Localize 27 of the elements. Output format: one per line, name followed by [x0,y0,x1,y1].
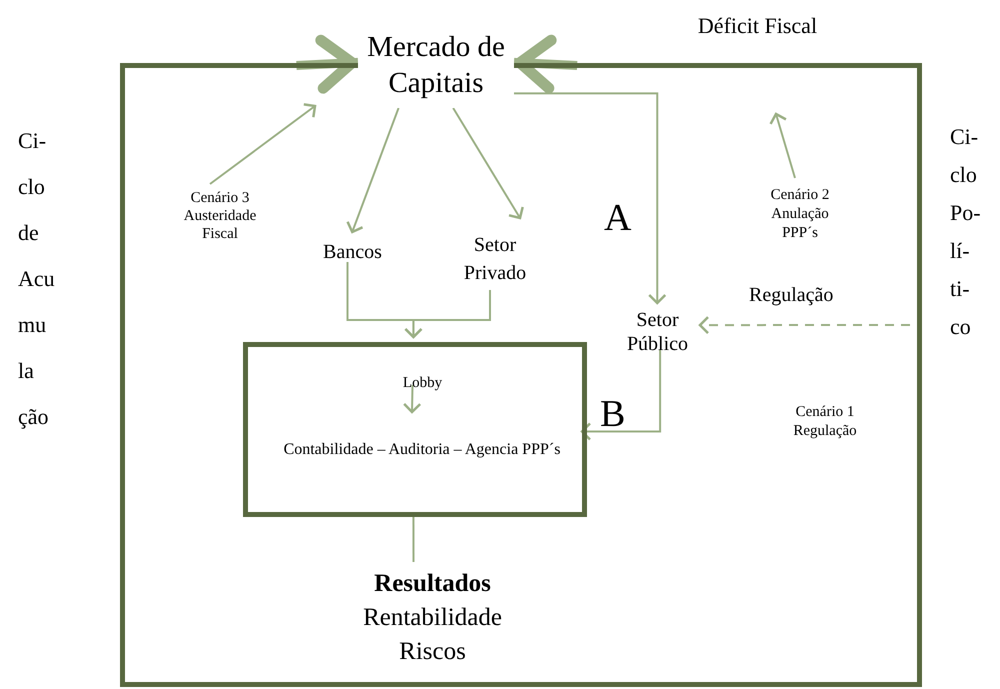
section-letter: A [604,196,632,240]
arrow [296,34,358,94]
section-letter: B [600,392,626,436]
node-label: Bancos [305,237,400,267]
arrow [346,108,400,234]
side-label: Ci- clo Po- lí- ti- co [950,123,982,341]
arrow [402,384,422,414]
arrow [209,103,316,185]
side-label: Ci- clo de Acu mu la ção [18,127,56,431]
arrow [698,316,910,334]
frame-box [120,63,922,687]
results-label: Resultados Rentabilidade Riscos [345,567,520,677]
arrow [514,34,578,94]
arrow [580,350,662,441]
arrow [452,107,524,220]
arrow [769,112,796,178]
arrow [404,290,491,338]
node-label: Setor Público [610,308,705,355]
scenario-label: Cenário 3 Austeridade Fiscal [170,189,270,243]
node-label: Setor Privado [445,223,545,295]
title-label: Déficit Fiscal [696,12,818,40]
node-label: Contabilidade – Auditoria – Agencia PPP´s [282,422,562,478]
scenario-label: Cenário 1 Regulação [780,398,870,445]
arrow [514,92,666,304]
process-box [243,342,587,517]
scenario-label: Cenário 2 Anulação PPP´s [760,183,840,245]
node-label: Lobby [390,370,455,395]
